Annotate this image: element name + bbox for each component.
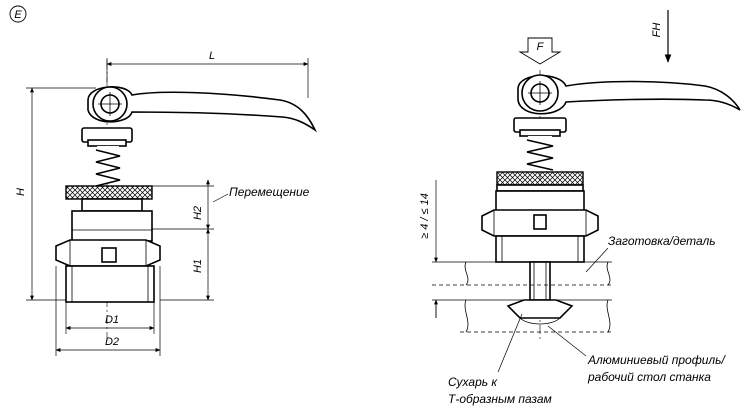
profile-label-1: Алюминиевый профиль/	[587, 353, 726, 367]
cam-lever-right	[517, 74, 741, 115]
dim-H2: H2	[192, 206, 204, 220]
force-h-label: FH	[651, 23, 663, 38]
dim-D2: D2	[105, 336, 119, 348]
edition-symbol: E	[9, 5, 27, 23]
spring-left	[95, 146, 121, 187]
dim-L: L	[209, 50, 215, 62]
thickness-range: ≥ 4 / ≤ 14	[419, 193, 431, 239]
cam-lever-left	[87, 85, 317, 133]
force-arrow-F: F	[518, 37, 562, 65]
dim-H: H	[15, 188, 27, 196]
force-arrow-FH: FH	[651, 10, 672, 63]
left-view: L H H2 H1 Перемещение D1 D2	[15, 50, 317, 356]
travel-label: Перемещение	[229, 185, 310, 199]
dim-D1: D1	[105, 314, 119, 326]
nut-label-1: Сухарь к	[448, 375, 498, 389]
edition-symbol-text: E	[14, 9, 22, 21]
workpiece-label: Заготовка/деталь	[608, 234, 716, 248]
right-view: F FH	[419, 10, 741, 406]
spring-right	[526, 136, 554, 171]
dim-H1: H1	[192, 259, 204, 273]
nut-label-2: Т-образным пазам	[448, 392, 552, 406]
profile-label-2: рабочий стол станка	[587, 370, 711, 384]
force-label: F	[537, 41, 545, 53]
